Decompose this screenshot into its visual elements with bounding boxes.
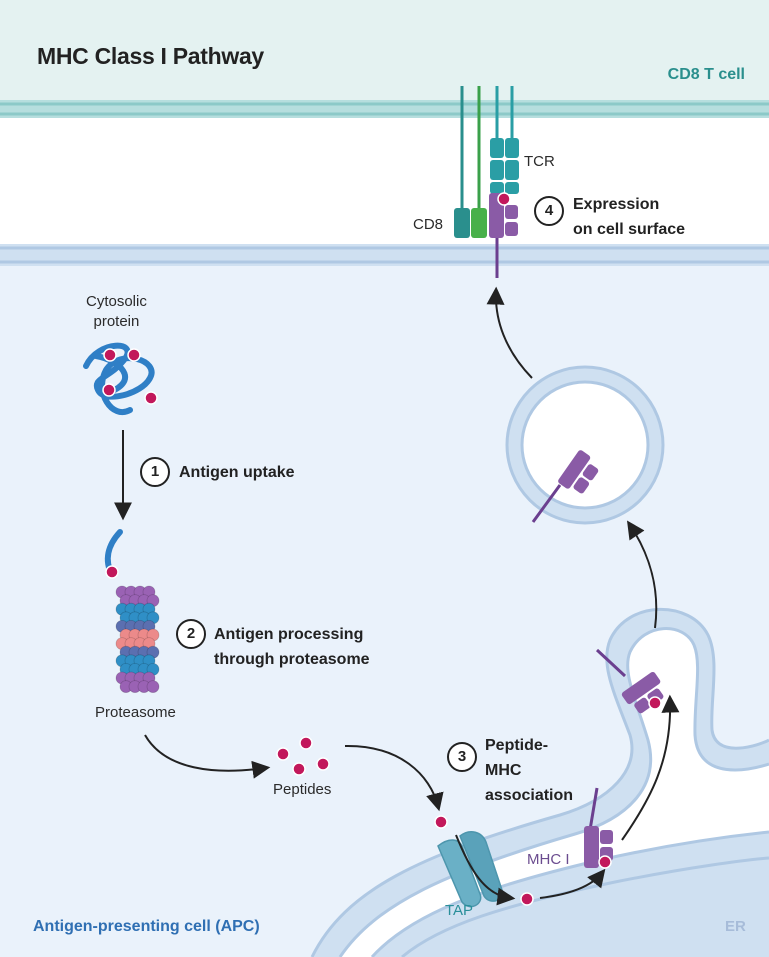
bud-mhc-i (595, 648, 664, 714)
tap-label: TAP (445, 902, 474, 919)
step-4-text: Expression on cell surface (573, 196, 686, 238)
proteasome-icon (104, 529, 160, 693)
peptides-label: Peptides (273, 781, 332, 798)
arrow-to-surface (486, 286, 533, 379)
vesicle-mhc-i (531, 450, 599, 523)
arrow-to-mhc (539, 868, 606, 899)
arrow-through-tap (455, 834, 516, 906)
step-1-badge: 1 (140, 457, 170, 487)
peptide-group (276, 736, 330, 776)
arrow-to-tap (344, 744, 444, 812)
surface-mhc-i (489, 192, 518, 278)
er-label: ER (725, 918, 746, 935)
t-cell-region (0, 0, 769, 102)
step-2-text: Antigen processing through proteasome (214, 626, 370, 668)
arrow-to-vesicle (627, 520, 658, 629)
cytosolic-protein-label: Cytosolic protein (86, 293, 147, 330)
cd8-coreceptor (454, 208, 487, 238)
tcr-label: TCR (524, 153, 555, 170)
apc-label: Antigen-presenting cell (APC) (33, 918, 260, 935)
arrow-to-peptides (144, 734, 271, 779)
surface-peptide (497, 192, 511, 206)
step-3-badge: 3 (447, 742, 477, 772)
step-1-text: Antigen uptake (179, 464, 295, 481)
cd8-label: CD8 (413, 216, 444, 233)
step-4-badge: 4 (534, 196, 564, 226)
proteasome-label: Proteasome (95, 704, 176, 721)
page-title: MHC Class I Pathway (37, 43, 264, 69)
mhc-i-label: MHC I (527, 851, 570, 868)
step-2-badge: 2 (176, 619, 206, 649)
step-3-text: Peptide- MHC association (485, 737, 574, 804)
er-mhc-i (584, 787, 613, 869)
arrow-to-bud (621, 694, 680, 841)
cytosolic-protein-icon (83, 342, 155, 415)
transport-vesicle (505, 365, 665, 525)
t-cell-label: CD8 T cell (667, 66, 745, 83)
tcr-complex (460, 86, 519, 215)
